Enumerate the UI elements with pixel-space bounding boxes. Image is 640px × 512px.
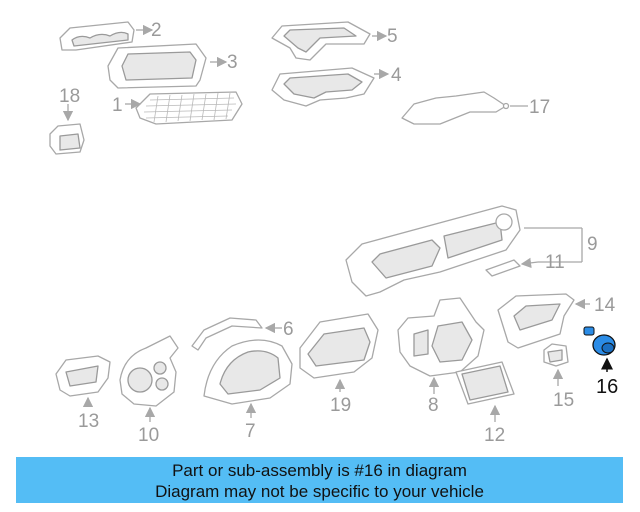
part-8-center-bezel	[397, 297, 485, 394]
callout-2: 2	[151, 20, 162, 41]
part-18-clip	[49, 104, 85, 155]
part-5-upper-cover	[271, 21, 388, 61]
banner-line-2: Diagram may not be specific to your vehi…	[155, 482, 484, 501]
part-7-cluster	[203, 339, 293, 418]
part-10-cluster-trim	[119, 335, 179, 422]
callout-18: 18	[59, 86, 80, 107]
callout-12: 12	[484, 425, 505, 446]
info-banner: Part or sub-assembly is #16 in diagram D…	[16, 457, 623, 503]
callout-14: 14	[594, 295, 616, 316]
part-15-switch	[543, 343, 569, 386]
part-2-grille-cover	[59, 21, 154, 51]
part-4-grille-panel	[271, 67, 390, 107]
part-1-mesh	[125, 91, 243, 125]
parts-diagram: 2 3 1 18 5	[49, 20, 618, 446]
callout-17: 17	[529, 97, 550, 118]
callout-16: 16	[596, 376, 618, 398]
callout-7: 7	[245, 421, 256, 442]
callout-6: 6	[283, 319, 294, 340]
part-16-knob	[583, 326, 616, 372]
part-6-handle	[191, 317, 282, 351]
callout-5: 5	[387, 26, 398, 47]
callout-1: 1	[112, 95, 123, 116]
banner-line-1: Part or sub-assembly is #16 in diagram	[172, 461, 467, 480]
part-9-panel-trim	[345, 205, 583, 297]
part-12-display	[455, 361, 515, 422]
callout-11: 11	[545, 252, 565, 273]
part-17-bracket	[401, 91, 528, 125]
callout-15: 15	[553, 390, 574, 411]
part-13-glove-box	[55, 355, 111, 408]
part-3-frame	[107, 43, 228, 89]
callout-8: 8	[428, 395, 439, 416]
callout-9: 9	[587, 234, 598, 255]
callout-3: 3	[227, 52, 238, 73]
callout-4: 4	[391, 65, 402, 86]
part-11-insert	[485, 257, 582, 277]
callout-13: 13	[78, 411, 99, 432]
callout-19: 19	[330, 395, 351, 416]
callout-10: 10	[138, 425, 159, 446]
part-14-tray	[497, 293, 590, 349]
part-19-airbag	[299, 313, 379, 392]
